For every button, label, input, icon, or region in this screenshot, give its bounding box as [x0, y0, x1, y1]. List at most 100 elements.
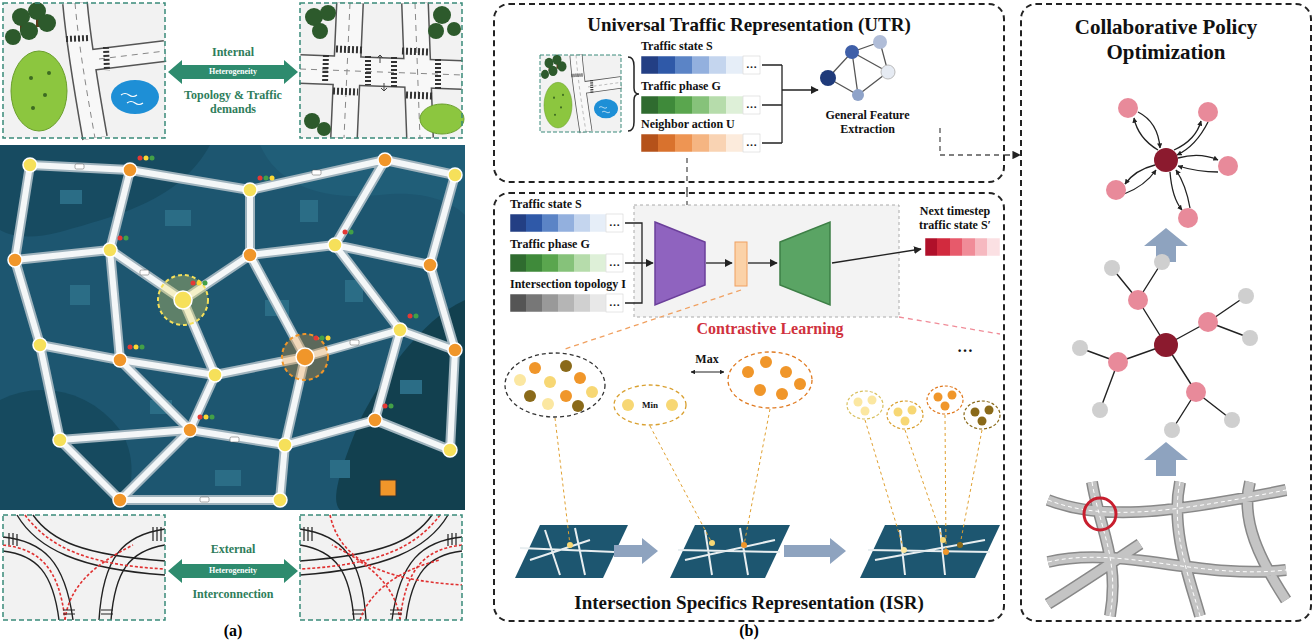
illustration-shape: [168, 60, 298, 84]
illustration-shape: [1154, 148, 1178, 172]
illustration-shape: [1174, 121, 1201, 150]
illustration-shape: [1238, 288, 1254, 304]
illustration-shape: [641, 56, 743, 74]
illustration-shape: [741, 542, 747, 548]
illustration-shape: [1106, 180, 1126, 200]
illustration-shape: [687, 155, 1020, 192]
illustration-shape: [622, 399, 634, 411]
illustration-shape: [123, 163, 137, 177]
output-label: Next timestep traffic state S′: [905, 204, 1005, 232]
illustration-shape: [330, 460, 350, 478]
illustration-shape: [328, 238, 342, 252]
illustration-shape: [70, 285, 90, 305]
illustration-shape: [1092, 402, 1108, 418]
illustration-shape: [1154, 254, 1170, 270]
feature-label: General Feature Extraction: [805, 108, 930, 136]
input-label: Intersection topology I: [510, 277, 630, 291]
illustration-shape: [634, 205, 899, 317]
dashed-connector: [1005, 154, 1020, 155]
illustration-shape: [978, 417, 987, 426]
illustration-shape: [845, 45, 859, 59]
illustration-shape: [894, 408, 903, 417]
illustration-shape: [200, 497, 209, 502]
illustration-shape: [1118, 98, 1138, 118]
illustration-shape: [408, 314, 413, 319]
panel-label: (a): [200, 622, 266, 640]
illustration-shape: [666, 399, 678, 411]
illustration-shape: [144, 156, 149, 161]
illustration-shape: [776, 388, 788, 400]
illustration-shape: [140, 270, 149, 275]
heterogeneity-heading: External: [168, 542, 298, 556]
illustration-shape: [514, 374, 526, 386]
illustration-shape: [628, 57, 639, 131]
illustration-shape: [1177, 122, 1208, 155]
illustration-shape: [567, 542, 573, 548]
illustration-shape: [985, 406, 994, 415]
illustration-shape: [138, 156, 143, 161]
illustration-shape: [670, 525, 790, 578]
dashed-panel: Collaborative Policy Optimization: [1020, 3, 1312, 622]
illustration-shape: [312, 170, 321, 175]
illustration-shape: [183, 423, 197, 437]
illustration-shape: [1178, 208, 1198, 228]
illustration-shape: [572, 400, 584, 412]
illustration-shape: [0, 145, 210, 236]
illustration-shape: [861, 407, 870, 416]
illustration-shape: [118, 236, 123, 241]
illustration-shape: [908, 406, 917, 415]
panel-title: Intersection Specifics Representation (I…: [574, 591, 924, 614]
illustration-shape: [784, 538, 846, 564]
illustration-shape: [794, 378, 806, 390]
illustration-shape: [780, 222, 830, 305]
illustration-shape: [113, 353, 127, 367]
illustration-shape: [1104, 260, 1120, 276]
illustration-shape: [215, 470, 241, 486]
illustration-shape: [118, 156, 419, 420]
illustration-shape: [278, 438, 292, 452]
illustration-shape: [103, 243, 117, 257]
illustration-shape: [881, 65, 895, 79]
illustration-shape: [75, 164, 359, 502]
heterogeneity-note: Topology & Traffic demands: [178, 88, 288, 116]
input-label: Traffic phase G: [510, 237, 670, 251]
illustration-shape: [8, 253, 22, 267]
illustration-shape: [860, 525, 1000, 578]
distance-label: Min: [635, 399, 665, 411]
illustration-shape: [1124, 170, 1156, 194]
illustration-shape: [1178, 155, 1218, 160]
illustration-shape: [542, 398, 554, 410]
illustration-shape: [314, 336, 319, 341]
illustration-shape: [524, 390, 536, 402]
illustration-shape: [574, 372, 586, 384]
illustration-shape: [782, 89, 818, 90]
illustration-shape: [606, 214, 623, 232]
illustration-shape: [586, 386, 598, 398]
illustration-shape: [934, 393, 943, 402]
ellipsis-label: …: [945, 338, 985, 356]
distance-label: Max: [689, 352, 725, 366]
dashed-panel: Intersection Specifics Representation (I…: [493, 192, 1005, 622]
method-label: Contrastive Learning: [680, 319, 860, 338]
illustration-shape: [1224, 412, 1240, 428]
illustration-shape: [515, 525, 628, 578]
input-label: Neighbor action U: [641, 117, 801, 131]
bar-ellipsis: …: [743, 134, 760, 150]
illustration-shape: [443, 443, 457, 457]
illustration-shape: [901, 547, 907, 553]
illustration-shape: [75, 164, 84, 169]
illustration-shape: [0, 145, 465, 510]
illustration-shape: [540, 55, 621, 132]
illustration-shape: [383, 404, 388, 409]
illustration-shape: [940, 537, 946, 543]
illustration-shape: [23, 158, 37, 172]
illustration-shape: [243, 248, 257, 262]
illustration-shape: [400, 380, 422, 394]
panel-title: Universal Traffic Representation (UTR): [587, 13, 910, 36]
illustration-shape: [754, 384, 766, 396]
isr-illustration: [505, 192, 1000, 578]
illustration-shape: [203, 281, 208, 286]
city-map: [0, 145, 465, 510]
illustration-shape: [1176, 170, 1190, 208]
illustration-shape: [380, 480, 396, 496]
